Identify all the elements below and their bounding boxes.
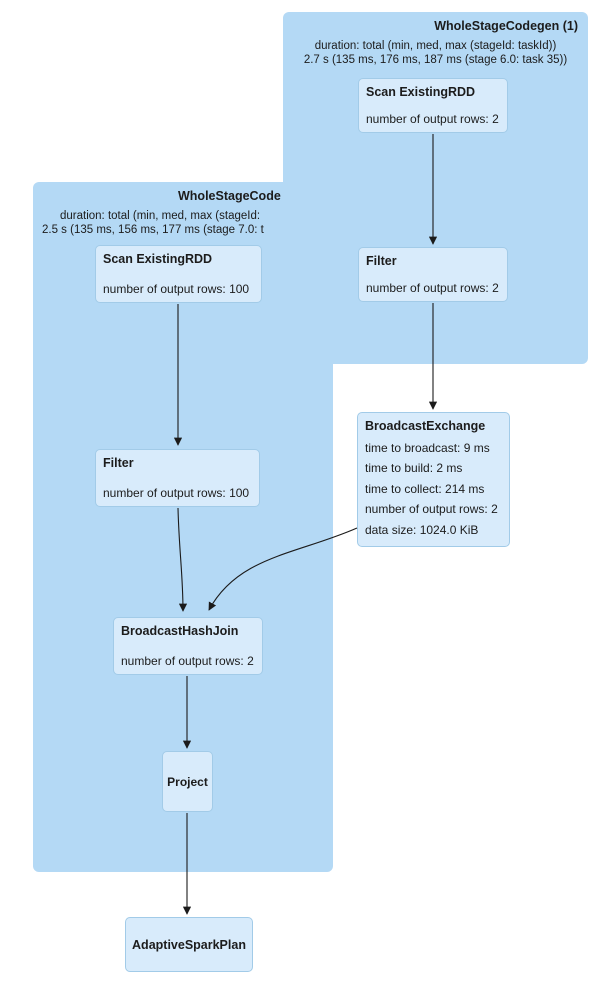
cluster-title: WholeStageCodegen (1) bbox=[434, 19, 578, 33]
node-broadcast-exchange[interactable]: BroadcastExchange time to broadcast: 9 m… bbox=[357, 412, 510, 547]
node-broadcast-hash-join[interactable]: BroadcastHashJoin number of output rows:… bbox=[113, 617, 263, 675]
node-title: Scan ExistingRDD bbox=[103, 252, 213, 266]
node-metric: time to broadcast: 9 ms bbox=[365, 440, 490, 455]
node-title: Filter bbox=[366, 254, 397, 268]
node-adaptive-spark-plan[interactable]: AdaptiveSparkPlan bbox=[125, 917, 253, 972]
node-scan-existingrdd-1[interactable]: Scan ExistingRDD number of output rows: … bbox=[358, 78, 508, 133]
node-title: BroadcastExchange bbox=[365, 419, 486, 433]
node-project[interactable]: Project bbox=[162, 751, 213, 812]
node-metrics: time to broadcast: 9 ms time to build: 2… bbox=[365, 438, 502, 541]
cluster-duration-line2: 2.7 s (135 ms, 176 ms, 187 ms (stage 6.0… bbox=[303, 54, 568, 66]
node-title: Scan ExistingRDD bbox=[366, 85, 476, 99]
node-metric: number of output rows: 2 bbox=[366, 281, 499, 295]
cluster-duration-line2: 2.5 s (135 ms, 156 ms, 177 ms (stage 7.0… bbox=[42, 224, 264, 236]
node-metric: time to build: 2 ms bbox=[365, 461, 463, 475]
node-metric: number of output rows: 100 bbox=[103, 486, 250, 500]
node-title: BroadcastHashJoin bbox=[121, 624, 239, 638]
node-title: Filter bbox=[103, 456, 134, 470]
cluster-wholestagecodegen-1: WholeStageCodegen (1) duration: total (m… bbox=[283, 12, 588, 364]
node-metric: number of output rows: 2 bbox=[365, 502, 498, 516]
cluster-title: WholeStageCode bbox=[178, 189, 281, 203]
node-metric: number of output rows: 100 bbox=[103, 282, 250, 296]
node-filter-2[interactable]: Filter number of output rows: 100 bbox=[95, 449, 260, 507]
cluster-duration-line1: duration: total (min, med, max (stageId: bbox=[60, 210, 261, 222]
node-scan-existingrdd-2[interactable]: Scan ExistingRDD number of output rows: … bbox=[95, 245, 262, 303]
node-filter-1[interactable]: Filter number of output rows: 2 bbox=[358, 247, 508, 302]
cluster-duration-line1: duration: total (min, med, max (stageId:… bbox=[314, 40, 557, 52]
node-metric: data size: 1024.0 KiB bbox=[365, 522, 479, 537]
node-metric: time to collect: 214 ms bbox=[365, 481, 485, 496]
node-title: AdaptiveSparkPlan bbox=[132, 937, 246, 952]
node-metric: number of output rows: 2 bbox=[121, 654, 254, 668]
node-metric: number of output rows: 2 bbox=[366, 112, 499, 126]
node-title: Project bbox=[167, 774, 208, 789]
